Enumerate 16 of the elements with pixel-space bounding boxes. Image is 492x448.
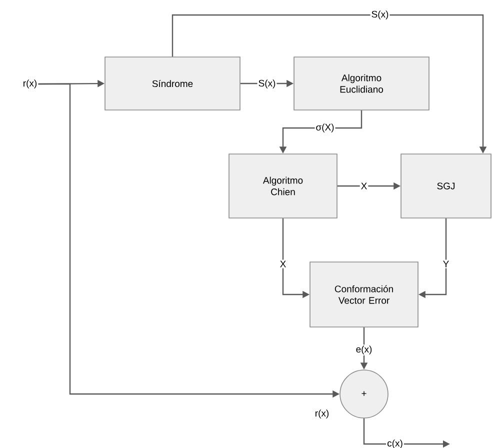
edge-label: c(x)	[386, 438, 404, 448]
edge-label: X	[278, 260, 288, 268]
edge-label: r(x)	[316, 410, 329, 418]
edge-label: S(x)	[370, 10, 390, 20]
edge-label: σ(X)	[314, 122, 336, 134]
summing-junction: +	[340, 370, 388, 418]
process-box: Algoritmo Euclidiano	[294, 56, 430, 110]
edge-label: Y	[442, 260, 450, 268]
process-box: Algoritmo Chien	[228, 154, 338, 218]
process-box: Conformación Vector Error	[310, 262, 418, 328]
input-label: r(x)	[24, 80, 37, 88]
process-box: SGJ	[400, 154, 492, 218]
edge-label: X	[360, 182, 368, 190]
edge-label: e(x)	[354, 344, 374, 356]
edge-label: S(x)	[257, 78, 277, 90]
process-box: Síndrome	[104, 56, 240, 110]
